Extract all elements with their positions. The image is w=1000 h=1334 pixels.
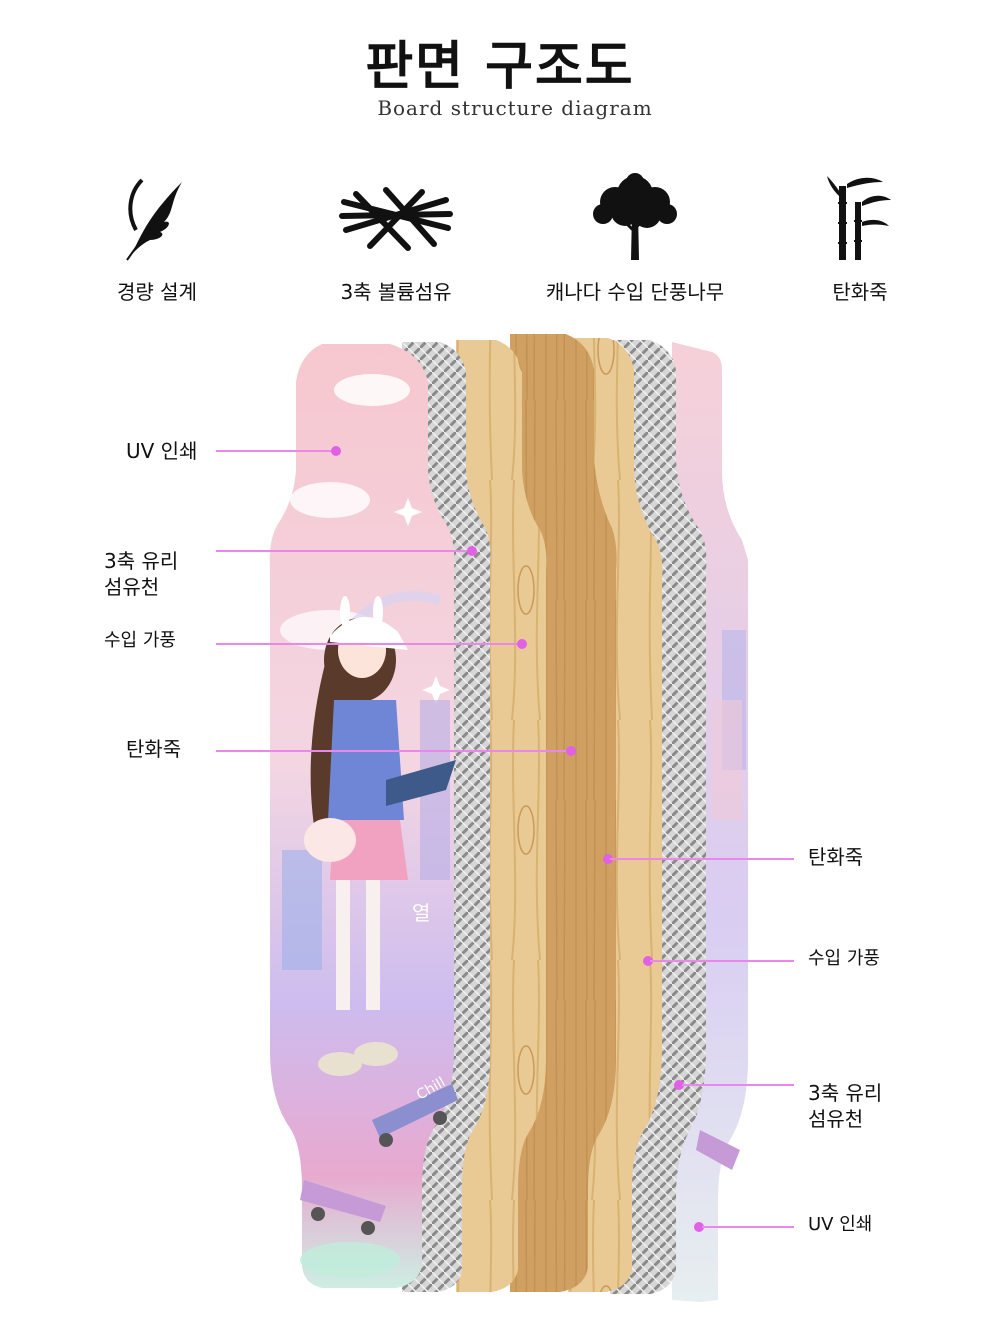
callout-right-bamboo: 탄화죽: [808, 844, 863, 870]
callout-label: 수입 가풍: [104, 630, 176, 651]
board-artwork: 열 Chill: [280, 374, 458, 1278]
callout-line: [216, 643, 522, 645]
callout-line: [650, 960, 794, 962]
callout-left-fiberglass: 3축 유리 섬유천: [104, 522, 178, 600]
feature-label: 3축 볼륨섬유: [340, 280, 452, 304]
page-title: 판면 구조도: [365, 37, 635, 97]
bamboo-icon: [827, 176, 891, 260]
callout-dot: [566, 746, 576, 756]
feather-icon: [126, 178, 182, 261]
maple-tree-icon: [593, 173, 677, 260]
callout-right-fiberglass: 3축 유리 섬유천: [808, 1054, 882, 1132]
callout-line: [216, 450, 336, 452]
callout-dot: [603, 854, 613, 864]
callout-line: [682, 1084, 794, 1086]
callout-left-uv-print: UV 인쇄: [126, 438, 197, 464]
callout-label: 3축 유리 섬유천: [104, 549, 179, 599]
callout-dot: [467, 546, 477, 556]
callout-dot: [674, 1080, 684, 1090]
feature-bamboo: 탄화죽: [760, 172, 960, 305]
callout-line: [610, 858, 794, 860]
callout-label: 탄화죽: [126, 737, 182, 761]
crossed-fibers-icon: [339, 187, 453, 251]
callout-right-maple: 수입 가풍: [808, 946, 880, 972]
page-subtitle: Board structure diagram: [377, 96, 653, 120]
callout-dot: [331, 446, 341, 456]
callout-dot: [517, 639, 527, 649]
callout-label: 수입 가풍: [808, 948, 880, 969]
callout-dot: [643, 956, 653, 966]
callout-label: UV 인쇄: [808, 1214, 873, 1235]
callout-line: [702, 1226, 794, 1228]
callout-left-bamboo: 탄화죽: [126, 736, 181, 762]
callout-label: 3축 유리 섬유천: [808, 1081, 883, 1131]
callout-right-uv-print: UV 인쇄: [808, 1212, 872, 1238]
callout-label: UV 인쇄: [126, 439, 198, 463]
back-artwork: [696, 630, 746, 1170]
feature-lightweight: 경량 설계: [57, 172, 257, 305]
callout-dot: [694, 1222, 704, 1232]
feature-label: 경량 설계: [117, 280, 197, 304]
feature-maple: 캐나다 수입 단풍나무: [535, 172, 735, 305]
board-char-text: 열: [412, 901, 430, 925]
feature-triaxial: 3축 볼륨섬유: [296, 172, 496, 305]
callout-left-maple: 수입 가풍: [104, 628, 176, 654]
feature-label: 탄화죽: [832, 280, 888, 304]
callout-line: [216, 550, 472, 552]
callout-line: [216, 750, 572, 752]
feature-label: 캐나다 수입 단풍나무: [545, 280, 725, 304]
callout-label: 탄화죽: [808, 845, 864, 869]
